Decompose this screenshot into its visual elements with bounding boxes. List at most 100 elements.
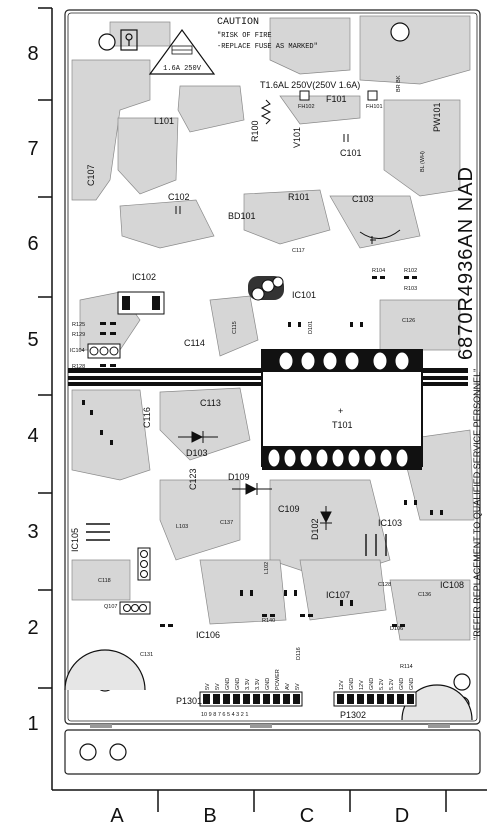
p1301-connector [199,691,303,707]
ref-r103: R103 [404,286,417,292]
q107-package [119,601,151,615]
ref-d101: D101 [308,321,314,334]
ref-d109: D109 [228,472,250,482]
p1302-sig-8: GND [409,678,415,690]
ref-r114: R114 [400,664,413,670]
ic101-package [248,276,284,301]
ref-q107: Q107 [104,604,117,610]
ref-c107: C107 [86,164,96,186]
row-label-6: 6 [27,233,38,255]
mount-hole-strip-1 [79,743,97,761]
row-label-3: 3 [27,521,38,543]
ref-br-bk: BR BK [396,75,402,92]
ref-d106: D106 [390,626,403,632]
caution-title: CAUTION [217,17,259,28]
p1301-sig-5: 3.3V [245,678,251,690]
p1301-sig-7: GND [265,678,271,690]
column-labels: A B C D [110,805,409,827]
ic102-package [117,291,165,315]
ref-c102: C102 [168,192,190,202]
caution-line-1: "RISK OF FIRE [217,32,272,40]
ic103-package [365,534,387,556]
p1301-sig-4: GND [235,678,241,690]
ref-c136: C136 [418,592,431,598]
keyhole-icon [120,29,138,51]
ref-t101: T101 [332,420,353,430]
ref-c101: C101 [340,148,362,158]
col-label-d: D [395,805,409,827]
edge-pads [90,724,450,728]
ref-c126: C126 [402,318,415,324]
cap-c101 [343,134,349,142]
ref-f101: F101 [326,94,347,104]
ref-r129: R129 [72,332,85,338]
row-label-7: 7 [27,138,38,160]
t101-plus: + [338,406,343,416]
row-label-1: 1 [27,713,38,735]
ref-c113: C113 [200,398,221,408]
ref-r125: R125 [72,322,85,328]
p1302-sig-1: 12V [339,680,345,690]
row-label-2: 2 [27,617,38,639]
ref-c123: C123 [188,468,198,490]
ref-v101: V101 [292,127,302,148]
ref-l103: L103 [176,524,188,530]
p1302-sig-3: 12V [359,680,365,690]
p1302-connector [333,691,417,707]
diode-d103 [178,431,218,443]
resistor-r100 [260,99,272,125]
ref-d102: D102 [310,518,320,540]
board-outline [64,9,481,775]
ref-ic108: IC108 [440,580,464,590]
ref-pw101: PW101 [432,102,442,132]
cap-c103 [359,229,401,244]
t101-transformer [261,349,423,470]
ref-c109: C109 [278,504,300,514]
ref-c137: C137 [220,520,233,526]
caution-block: 1.6A 250V CAUTION "RISK OF FIRE -REPLACE… [148,17,318,75]
ref-c117: C117 [292,248,305,254]
p1301-signal-labels: 5V 5V GND GND 3.3V 3.3V GND POWER AV 5V [205,669,301,690]
cap-c102 [175,206,181,214]
p1301-sig-10: 5V [295,683,301,690]
ref-l101: L101 [154,116,174,126]
ref-fh101: FH101 [366,104,383,110]
mount-hole-bottom-right [453,673,471,691]
ref-bd101: BD101 [228,211,256,221]
fuse-rating: 1.6A 250V [163,65,202,73]
ic105-package [86,523,110,541]
p1302-signal-labels: 12V GND 12V GND 5.2V 5.2V GND GND [339,678,415,690]
row-label-4: 4 [27,425,38,447]
smd-pads [82,276,443,627]
ref-r102: R102 [404,268,417,274]
ref-c103: C103 [352,194,374,204]
p1301-sig-9: AV [285,683,291,690]
ref-fh102: FH102 [298,104,315,110]
p1302-sig-5: 5.2V [379,678,385,690]
ref-l102: L102 [264,562,270,574]
ref-c115: C115 [232,321,238,334]
p1301-pins: 10 9 8 7 6 5 4 3 2 1 [201,712,248,718]
ref-c118: C118 [98,578,111,584]
row-labels: 8 7 6 5 4 3 2 1 [27,43,38,735]
ref-bl-wh: BL (WH) [420,151,426,172]
p1301-sig-8: POWER [275,669,281,690]
ref-r100: R100 [250,120,260,142]
ref-c116: C116 [142,407,152,428]
p1302-sig-2: GND [349,678,355,690]
p1301-sig-2: 5V [215,683,221,690]
p1301-sig-6: 3.3V [255,678,261,690]
ref-d116: D116 [296,647,302,660]
ref-c128: C128 [378,582,391,588]
ref-r101: R101 [288,192,310,202]
ref-ic106: IC106 [196,630,220,640]
fuse-holders [299,90,378,101]
ic-stack-b3 [137,547,151,581]
diode-d109 [232,483,272,495]
diode-d102 [320,506,332,530]
ref-c131: C131 [140,652,153,658]
mount-hole-top-left [98,33,116,51]
ref-ic101: IC101 [292,290,316,300]
p1302-sig-7: GND [399,678,405,690]
